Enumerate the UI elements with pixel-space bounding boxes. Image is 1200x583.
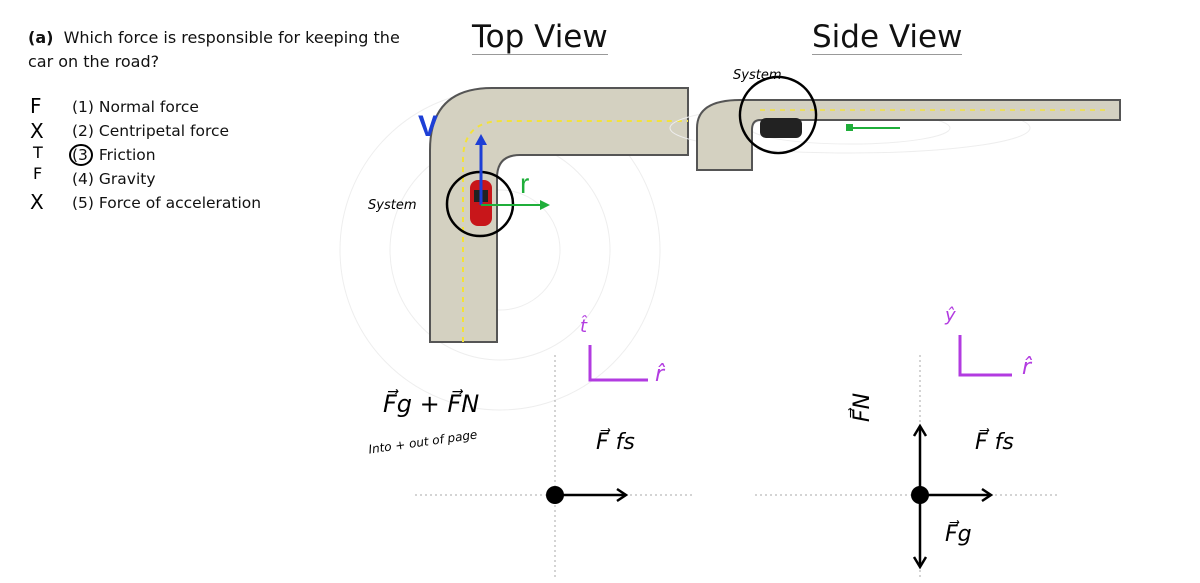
option-mark: X — [30, 119, 44, 143]
option-mark: X — [30, 190, 44, 214]
axis-label-t: t̂ — [580, 316, 588, 337]
option-2: (2) Centripetal force — [72, 122, 230, 140]
option-1: (1) Normal force — [72, 98, 199, 116]
fbd-top-friction-label: F⃗ fs — [596, 430, 635, 455]
fbd-side — [755, 335, 1060, 580]
system-label-side: System — [733, 68, 782, 83]
system-circle-side — [738, 75, 818, 155]
top-view-road — [339, 87, 689, 411]
axes-side — [958, 335, 1012, 377]
axes-top — [588, 345, 648, 382]
option-mark: T — [33, 143, 43, 162]
option-mark: F — [30, 94, 42, 118]
option-4: (4) Gravity — [72, 170, 156, 188]
normal-force-label: F⃗N — [850, 392, 876, 423]
top-view-title: Top View — [472, 19, 608, 55]
side-view-road — [669, 99, 1121, 171]
question-body: Which force is responsible for keeping t… — [28, 28, 400, 71]
option-5: (5) Force of acceleration — [72, 194, 262, 212]
system-label-top: System — [368, 198, 417, 213]
fbd-top-forces-note: F⃗g + F⃗N — [383, 390, 480, 418]
axis-label-r-side: r̂ — [1022, 355, 1032, 380]
option-mark: F — [33, 164, 43, 183]
axis-label-y: ŷ — [945, 305, 956, 326]
side-view-title: Side View — [812, 19, 963, 55]
question-text: (a) Which force is responsible for keepi… — [28, 26, 408, 74]
radius-label: r — [520, 168, 530, 199]
axis-label-r: r̂ — [655, 362, 665, 387]
car-side-icon — [760, 118, 802, 138]
fbd-top — [415, 345, 695, 580]
question-label: (a) — [28, 28, 54, 47]
answer-circle — [69, 144, 93, 166]
velocity-label: V — [418, 110, 439, 143]
option-3: (3) Friction — [72, 146, 156, 164]
friction-force-label: F⃗ fs — [975, 430, 1014, 455]
gravity-force-label: F⃗g — [945, 522, 972, 547]
